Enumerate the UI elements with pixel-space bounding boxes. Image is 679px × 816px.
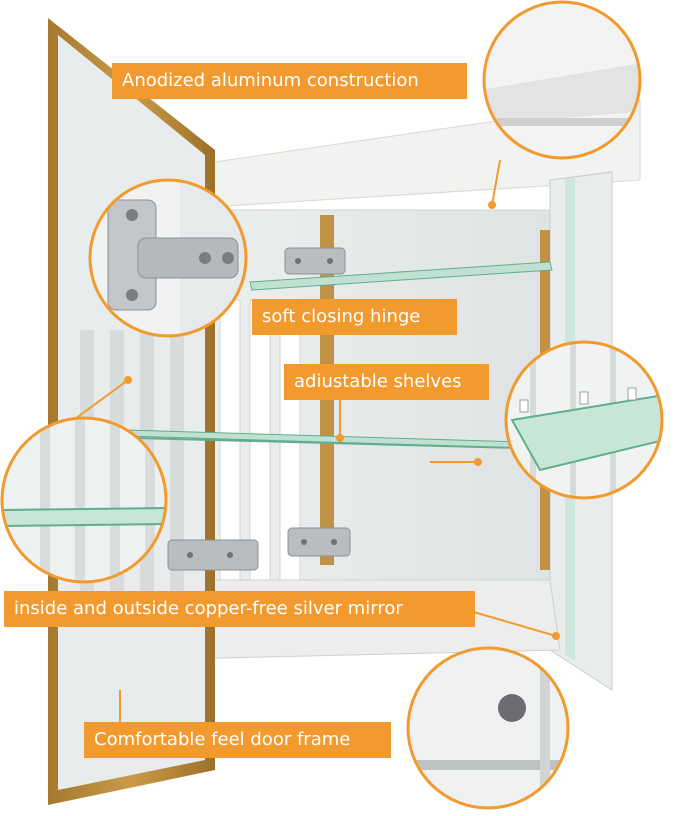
zoom-aluminum-corner bbox=[482, 0, 642, 160]
hinge-bottom-right bbox=[287, 527, 351, 557]
callout-leaders bbox=[59, 159, 560, 722]
callout-adjustable-shelves: adiustable shelves bbox=[284, 364, 489, 400]
callout-aluminum-construction: Anodized aluminum construction bbox=[112, 63, 467, 99]
callout-soft-closing-hinge: soft closing hinge bbox=[252, 299, 457, 335]
callout-door-frame: Comfortable feel door frame bbox=[84, 722, 391, 758]
callout-silver-mirror: inside and outside copper-free silver mi… bbox=[4, 591, 475, 627]
zoom-knob bbox=[406, 646, 570, 810]
knob-icon bbox=[498, 694, 526, 722]
zoom-shelf-right bbox=[504, 340, 664, 500]
zoom-shelf-left bbox=[0, 416, 168, 584]
hinge-top bbox=[284, 247, 346, 275]
hinge-bottom-left bbox=[167, 539, 259, 571]
